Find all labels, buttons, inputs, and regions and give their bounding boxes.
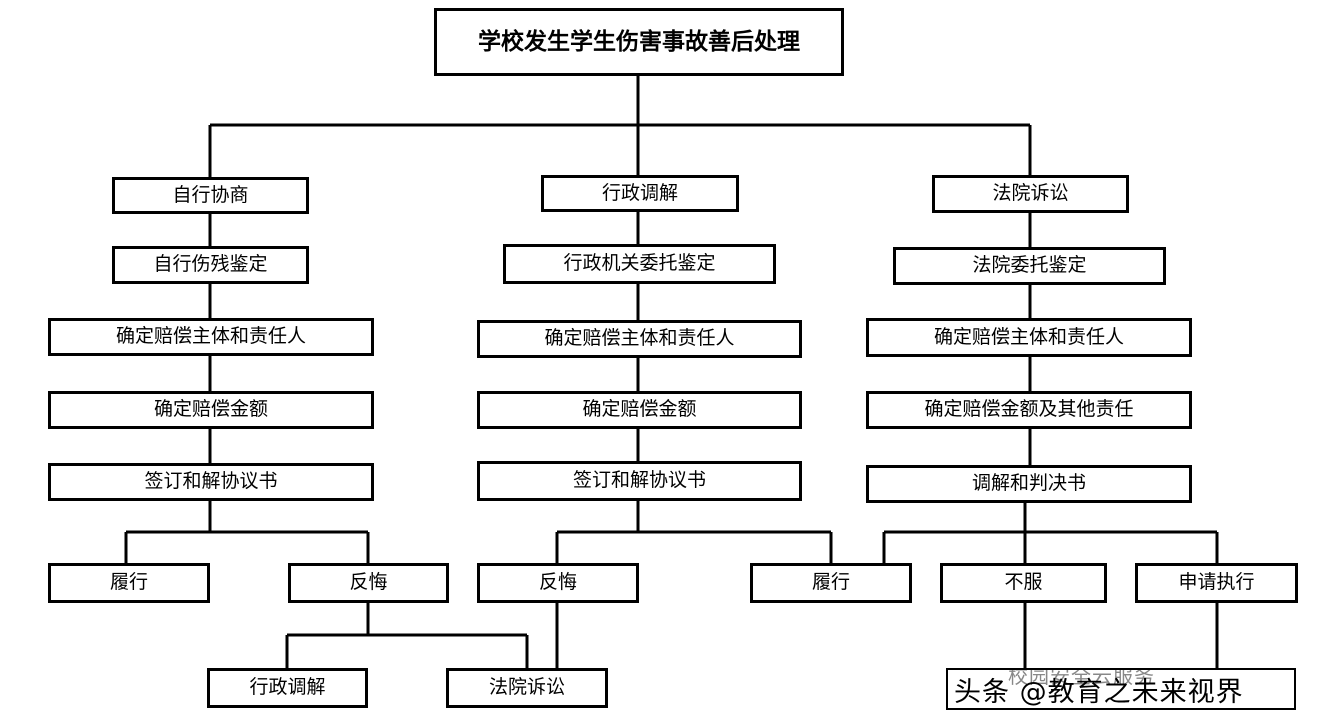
watermark-text: 头条 @教育之未来视界 — [954, 676, 1244, 708]
left-subject-box: 确定赔偿主体和责任人 — [48, 318, 374, 356]
left-regret-label: 反悔 — [349, 571, 388, 594]
middle-appraisal-label: 行政机关委托鉴定 — [563, 252, 716, 275]
left-perform-box: 履行 — [48, 563, 210, 603]
middle-path-box: 行政调解 — [541, 175, 739, 212]
right-judgment-label: 调解和判决书 — [971, 472, 1086, 495]
left-amount-box: 确定赔偿金额 — [48, 391, 374, 429]
middle-subject-label: 确定赔偿主体和责任人 — [544, 327, 735, 350]
left-appraisal-label: 自行伤残鉴定 — [153, 253, 268, 276]
left-subject-label: 确定赔偿主体和责任人 — [115, 325, 306, 348]
right-disagree-box: 不服 — [940, 563, 1107, 603]
left-path-label: 自行协商 — [172, 183, 249, 206]
middle-regret-label: 反悔 — [538, 571, 577, 594]
regret-admin-mediation-box: 行政调解 — [207, 668, 368, 708]
left-agreement-box: 签订和解协议书 — [48, 463, 374, 501]
watermark-ghost-text: 校园安全云服务 — [1008, 668, 1155, 688]
right-subject-box: 确定赔偿主体和责任人 — [866, 318, 1192, 357]
middle-perform-label: 履行 — [811, 571, 850, 594]
right-appraisal-box: 法院委托鉴定 — [893, 247, 1166, 285]
middle-agreement-box: 签订和解协议书 — [477, 461, 802, 501]
right-judgment-box: 调解和判决书 — [866, 465, 1192, 503]
middle-perform-box: 履行 — [750, 563, 912, 603]
right-subject-label: 确定赔偿主体和责任人 — [933, 325, 1124, 348]
middle-path-label: 行政调解 — [601, 181, 678, 204]
regret-court-litigation-label: 法院诉讼 — [488, 676, 565, 699]
left-amount-label: 确定赔偿金额 — [153, 398, 268, 421]
middle-regret-box: 反悔 — [477, 563, 639, 603]
left-path-box: 自行协商 — [112, 177, 309, 214]
right-amount-box: 确定赔偿金额及其他责任 — [866, 391, 1192, 429]
left-regret-box: 反悔 — [288, 563, 449, 603]
left-agreement-label: 签订和解协议书 — [144, 470, 278, 493]
watermark-banner: 校园安全云服务 头条 @教育之未来视界 — [946, 668, 1296, 710]
title-text: 学校发生学生伤害事故善后处理 — [478, 28, 800, 55]
right-disagree-label: 不服 — [1004, 571, 1043, 594]
middle-amount-box: 确定赔偿金额 — [477, 391, 802, 429]
right-enforce-label: 申请执行 — [1178, 571, 1255, 594]
middle-agreement-label: 签订和解协议书 — [572, 469, 706, 492]
right-appraisal-label: 法院委托鉴定 — [972, 254, 1087, 277]
right-amount-label: 确定赔偿金额及其他责任 — [924, 398, 1134, 421]
title-box: 学校发生学生伤害事故善后处理 — [434, 8, 844, 76]
regret-admin-mediation-label: 行政调解 — [249, 676, 326, 699]
regret-court-litigation-box: 法院诉讼 — [446, 668, 608, 708]
right-path-label: 法院诉讼 — [992, 182, 1069, 205]
left-perform-label: 履行 — [109, 571, 148, 594]
right-path-box: 法院诉讼 — [932, 175, 1129, 213]
middle-amount-label: 确定赔偿金额 — [582, 398, 697, 421]
left-appraisal-box: 自行伤残鉴定 — [112, 246, 309, 284]
middle-appraisal-box: 行政机关委托鉴定 — [503, 244, 776, 284]
middle-subject-box: 确定赔偿主体和责任人 — [477, 320, 802, 358]
connector-paths — [124, 75, 1219, 668]
right-enforce-box: 申请执行 — [1135, 563, 1298, 603]
